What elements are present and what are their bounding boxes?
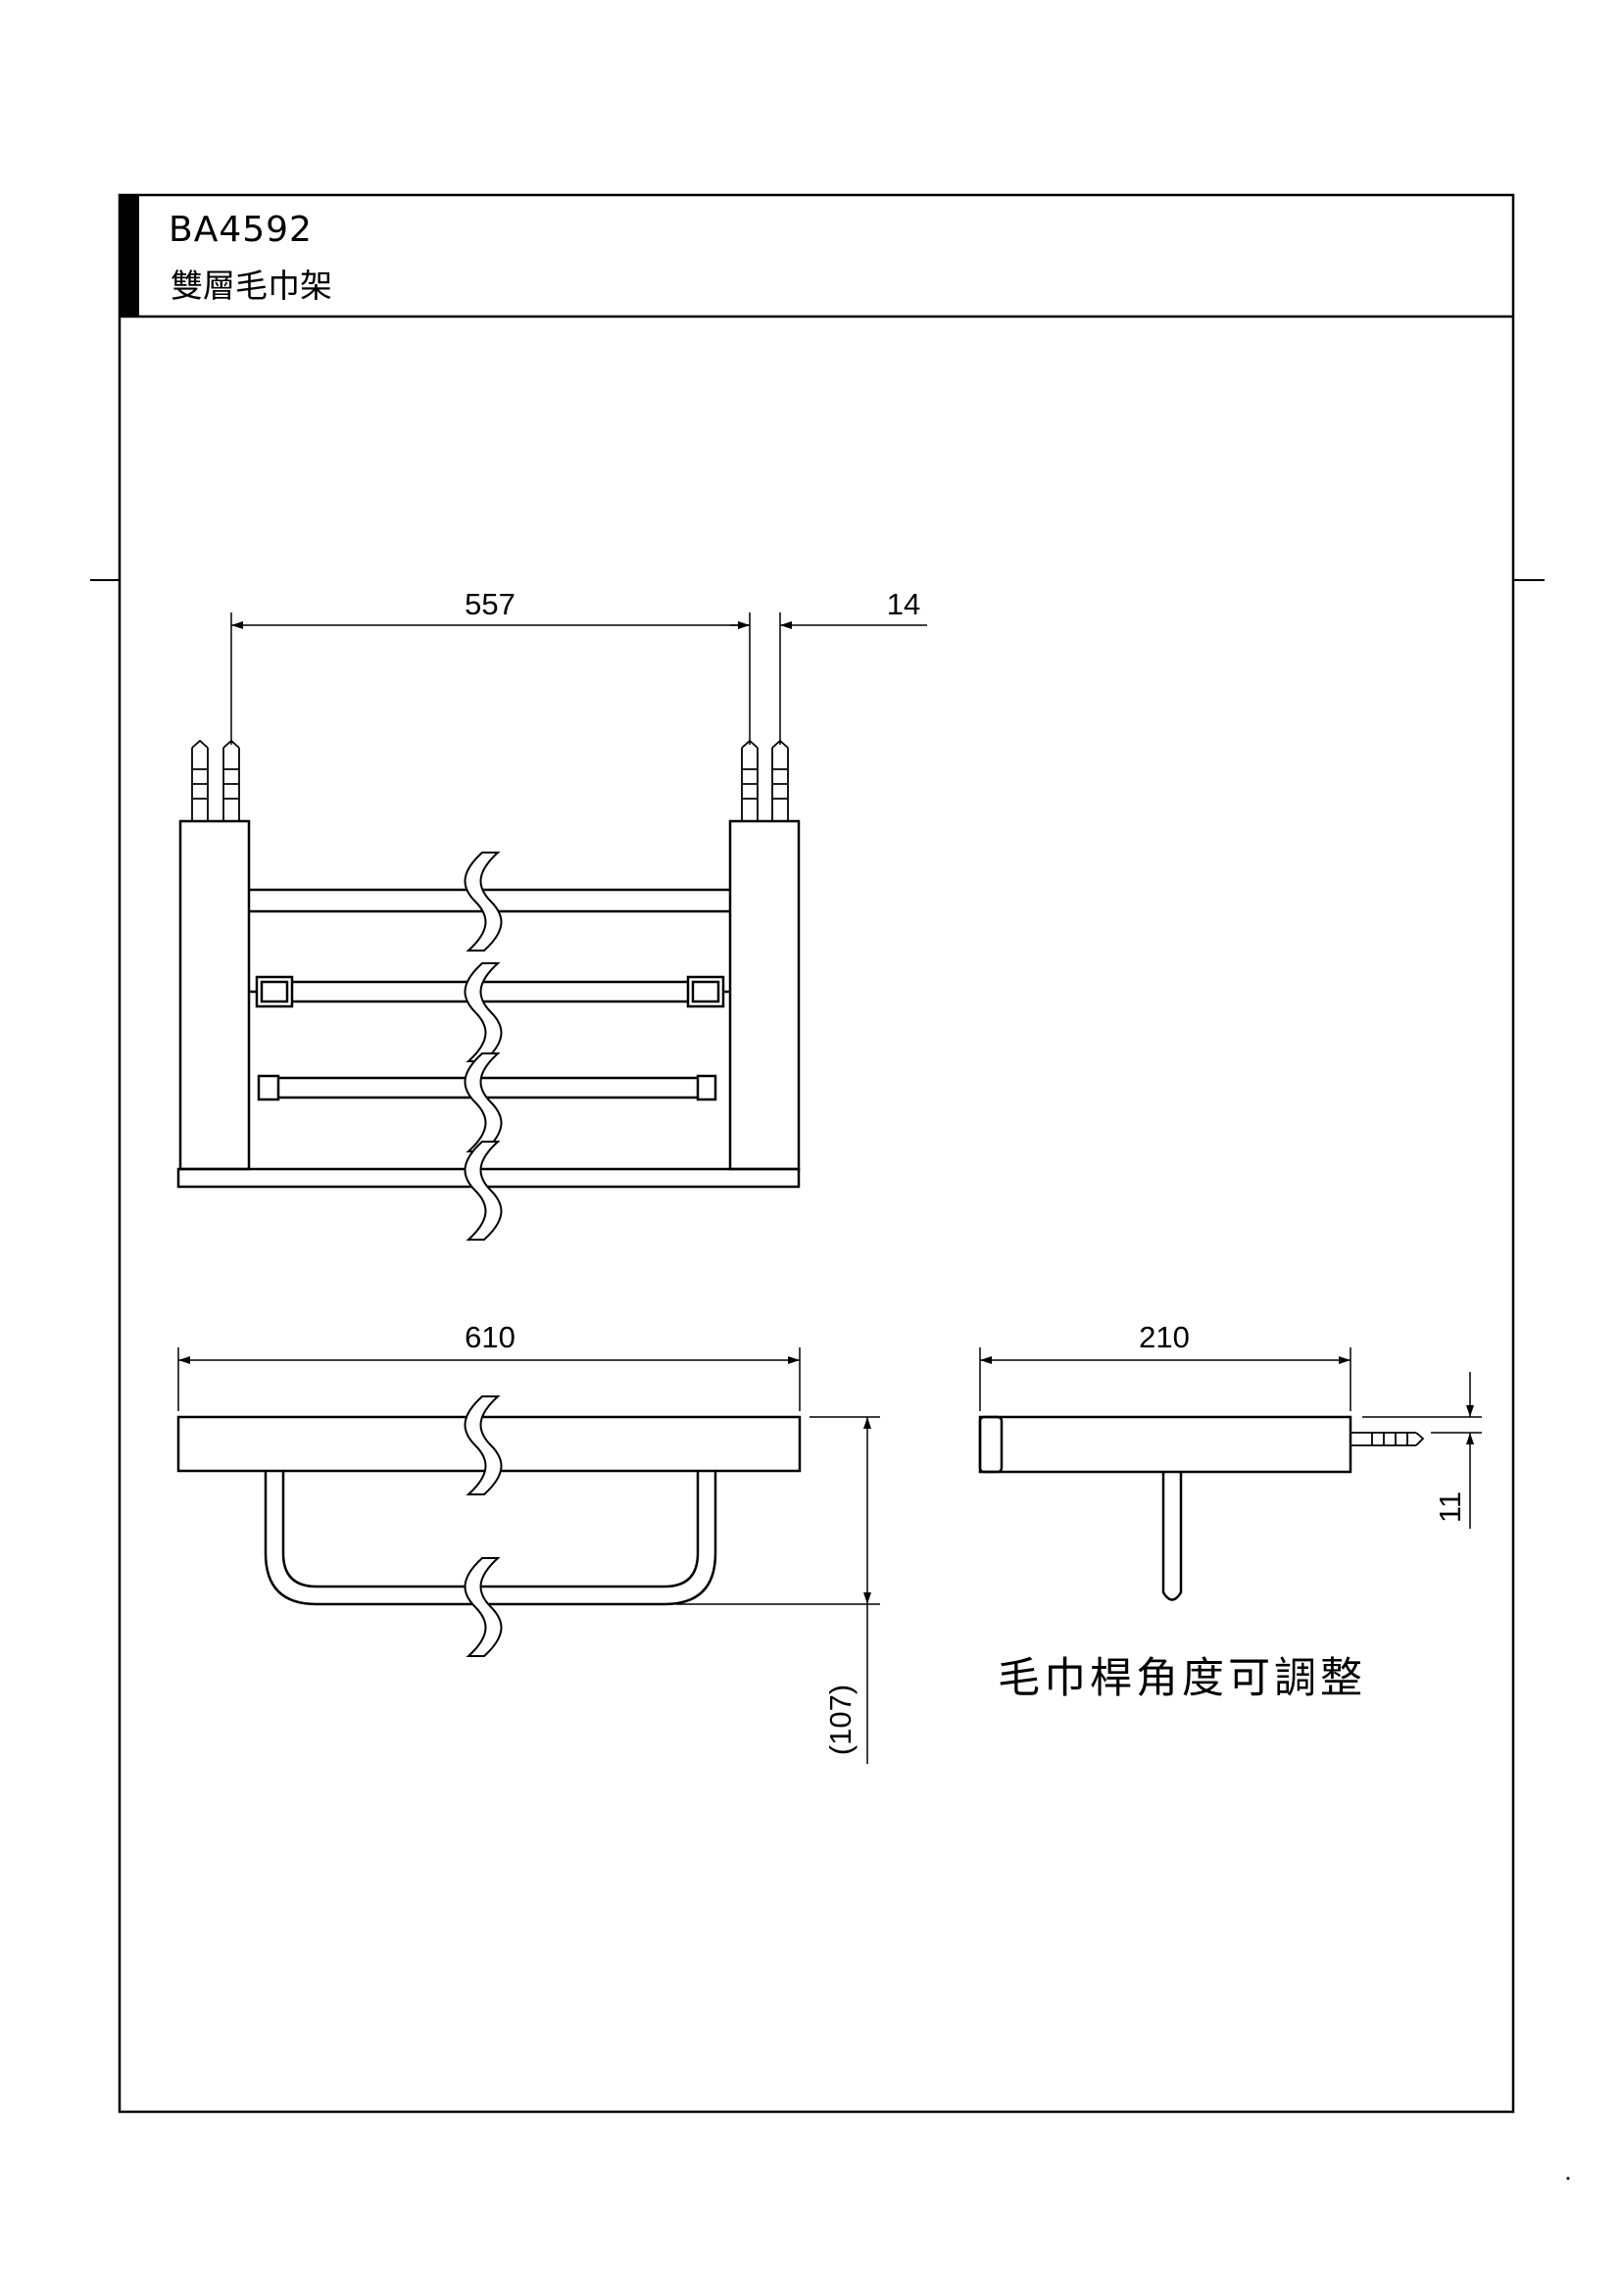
title-accent-bar [120, 195, 139, 317]
left-post [178, 819, 251, 1171]
sheet-frame [118, 193, 1515, 2114]
shelf-side [978, 1415, 1352, 1474]
adjustable-angle-note: 毛巾桿角度可調整 [998, 1654, 1366, 1703]
dimension-557: 557 [465, 587, 515, 621]
corner-dot [1566, 2176, 1570, 2180]
side-anchor [1350, 1432, 1425, 1446]
dimension-14: 14 [887, 587, 920, 621]
dimension-107: (107) [823, 1685, 858, 1755]
wall-anchors [191, 739, 789, 821]
shelf-endcap [978, 1415, 1004, 1474]
side-view [978, 1415, 1352, 1601]
dimension-11: 11 [1433, 1491, 1467, 1523]
model-code: BA4592 [169, 210, 313, 250]
right-post [728, 819, 801, 1171]
break-symbols-top [464, 1395, 503, 1657]
base-shelf [176, 1167, 801, 1189]
break-symbols-front [464, 852, 503, 1241]
dimension-210: 210 [1139, 1320, 1190, 1354]
dimension-610: 610 [465, 1320, 515, 1354]
product-name: 雙層毛巾架 [171, 267, 332, 305]
dimension-lines-top-view [177, 1347, 880, 1764]
dimension-lines-top [230, 612, 927, 745]
dimension-lines-side [979, 1347, 1482, 1529]
